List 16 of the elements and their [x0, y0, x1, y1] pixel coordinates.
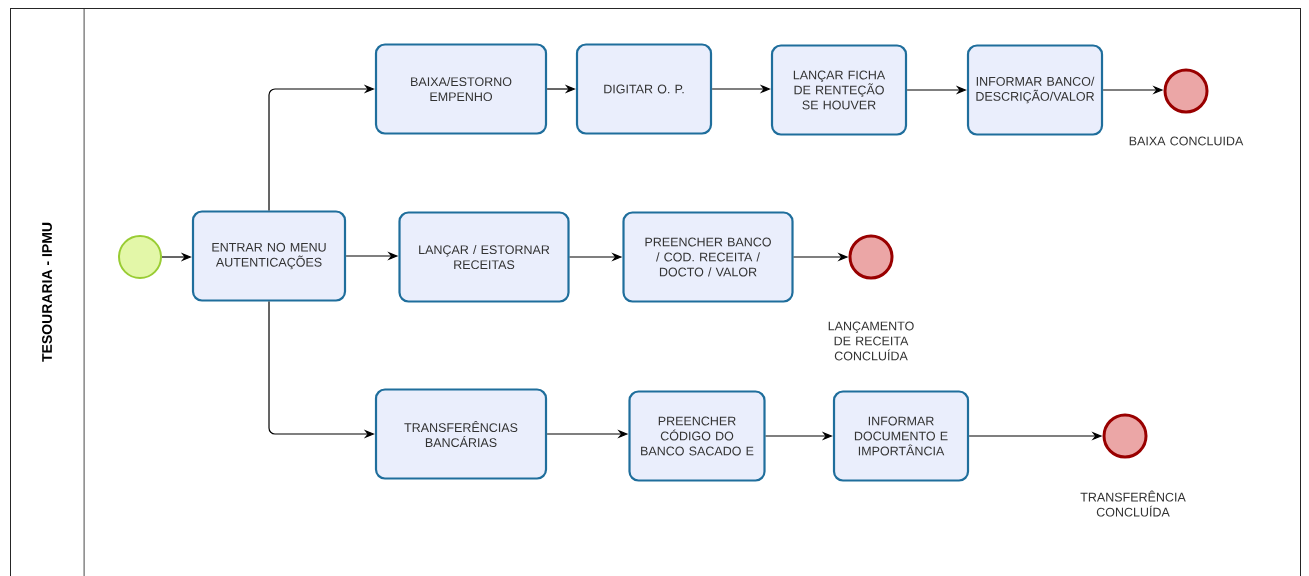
task-box: DIGITAR O. P.	[575, 43, 713, 135]
task-box: LANÇAR FICHA DE RENTEÇÃO SE HOUVER	[770, 44, 908, 136]
task-box: TRANSFERÊNCIAS BANCÁRIAS	[374, 388, 548, 480]
lane-label: TESOURARIA - IPMU	[42, 222, 52, 362]
task-box: INFORMAR BANCO/DESCRIÇÃO/VALOR	[966, 44, 1104, 136]
start-event-circle	[118, 235, 162, 279]
task-box: INFORMAR DOCUMENTO E IMPORTÂNCIA	[832, 390, 970, 482]
pool-border	[10, 8, 1301, 576]
task-box: ENTRAR NO MENU AUTENTICAÇÕES	[191, 210, 347, 302]
event-label: TRANSFERÊNCIA CONCLUÍDA	[1080, 490, 1186, 517]
event-label: LANÇAMENTO DE RECEITA CONCLUÍDA	[828, 321, 914, 361]
event-label: BAIXA CONCLUIDA	[1129, 136, 1244, 146]
task-box: PREENCHER CÓDIGO DO BANCO SACADO E	[628, 390, 766, 482]
task-box: PREENCHER BANCO / COD. RECEITA / DOCTO / VALOR	[622, 211, 794, 303]
task-box: LANÇAR / ESTORNAR RECEITAS	[398, 211, 570, 303]
task-box: BAIXA/ESTORNO EMPENHO	[374, 43, 548, 135]
